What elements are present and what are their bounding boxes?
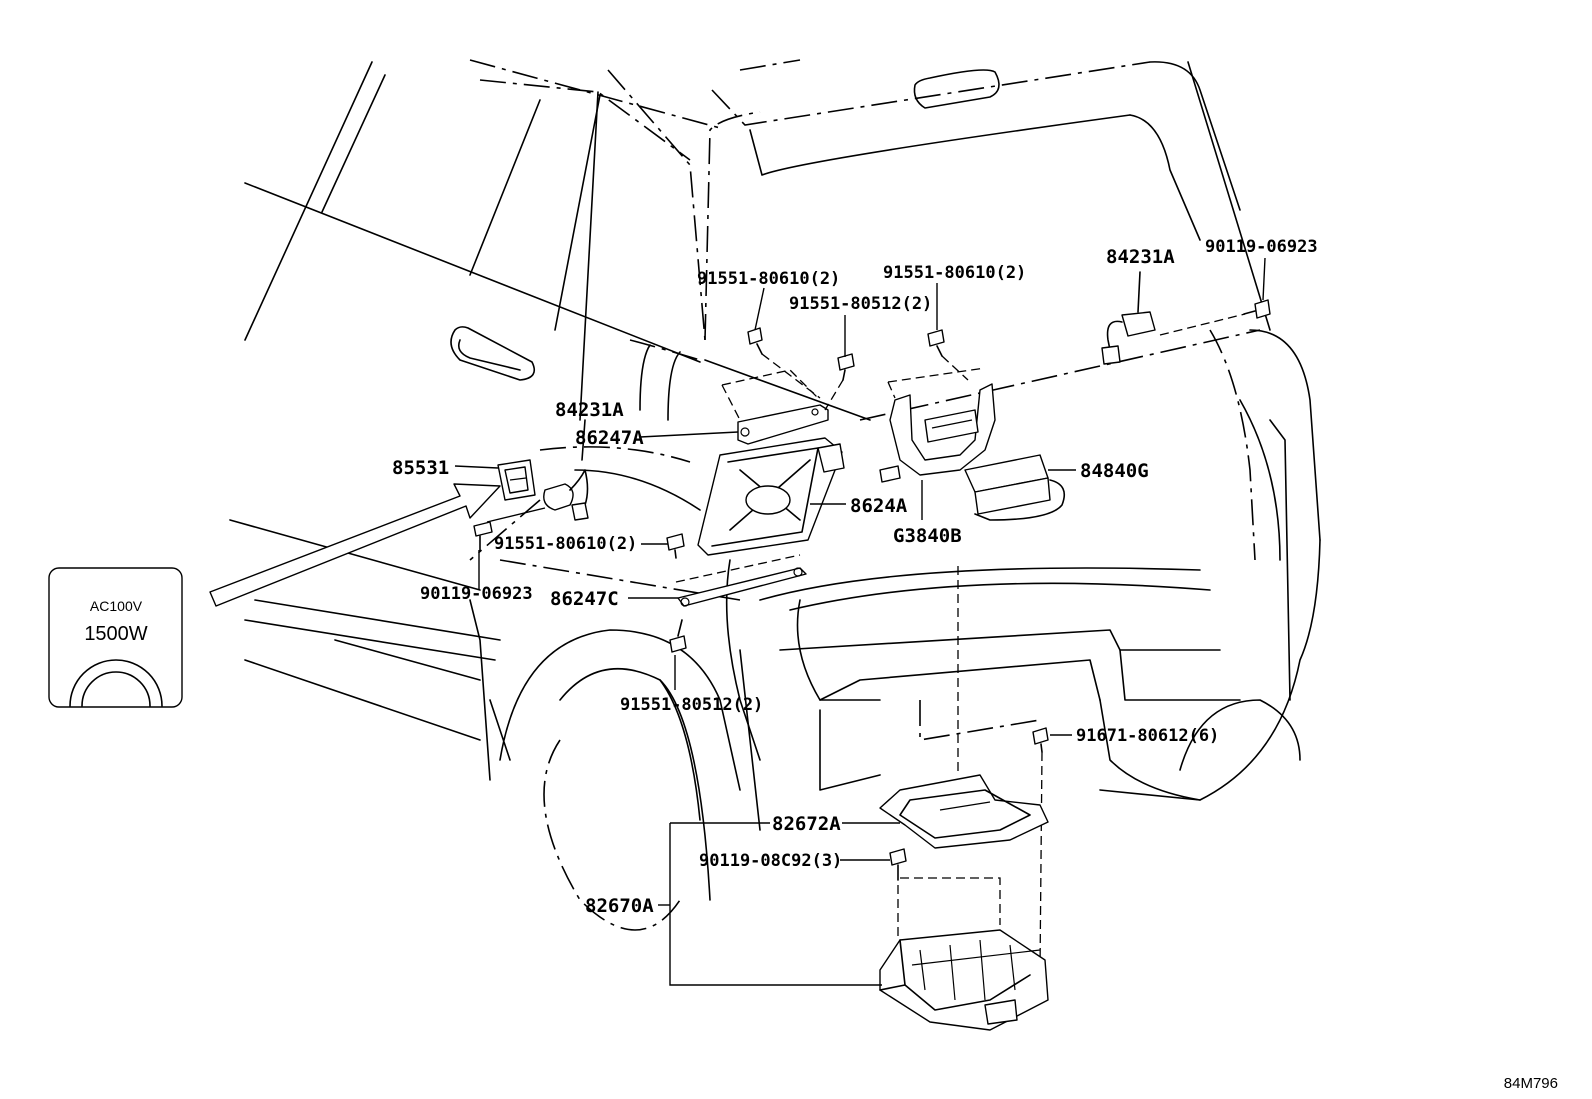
callout-82670A: 82670A <box>585 895 654 917</box>
callout-91551-80512-upper: 91551-80512(2) <box>789 294 932 314</box>
callout-91671-80612: 91671-80612(6) <box>1076 726 1219 746</box>
part-82670A-box <box>879 877 1049 1031</box>
leader-lines <box>454 257 1266 986</box>
callout-84231A-left: 84231A <box>555 399 624 421</box>
callout-91551-80512-lower: 91551-80512(2) <box>620 695 763 715</box>
screw-right-90119-06923 <box>1243 299 1271 319</box>
part-84231A-left <box>543 419 589 521</box>
part-G3840B-bracket <box>879 367 996 483</box>
vehicle-body-outline <box>229 59 1321 931</box>
screw-center-left <box>666 533 685 559</box>
callout-90119-08C92: 90119-08C92(3) <box>699 851 842 871</box>
screw-left-lower <box>473 521 493 551</box>
callout-86247A: 86247A <box>575 427 644 449</box>
part-82672A-cover <box>879 566 1049 849</box>
screw-91671-80612 <box>1032 727 1049 971</box>
callout-84840G: 84840G <box>1080 460 1149 482</box>
location-arrow <box>209 483 501 607</box>
screw-90119-08C92 <box>889 848 907 940</box>
screw-top-91551-80610-left <box>747 327 821 399</box>
part-85531-switch <box>497 459 536 501</box>
part-86247C-bracket <box>675 554 807 607</box>
callout-90119-06923-left: 90119-06923 <box>420 584 533 604</box>
screw-top-91551-80512 <box>824 353 855 411</box>
callout-84231A-right: 84231A <box>1106 246 1175 268</box>
callout-90119-06923-right: 90119-06923 <box>1205 237 1318 257</box>
callout-85531: 85531 <box>392 457 449 479</box>
callout-8624A: 8624A <box>850 495 908 517</box>
badge-voltage: AC100V <box>90 598 143 614</box>
callout-86247C: 86247C <box>550 588 619 610</box>
badge-power: 1500W <box>84 623 147 645</box>
ac-outlet-badge: AC100V 1500W <box>48 567 183 708</box>
callout-91551-80610-mid: 91551-80610(2) <box>883 263 1026 283</box>
part-84231A-right <box>1101 271 1246 365</box>
screw-top-91551-80610-right <box>927 329 969 381</box>
figure-id: 84M796 <box>1504 1075 1558 1092</box>
callout-82672A: 82672A <box>772 813 841 835</box>
part-86247A-bracket <box>721 369 829 445</box>
part-8624A-inverter <box>697 437 845 556</box>
part-84840G-switch <box>964 454 1066 521</box>
callout-91551-80610-upper: 91551-80610(2) <box>697 269 840 289</box>
callout-G3840B: G3840B <box>893 525 962 547</box>
callout-91551-80610-left: 91551-80610(2) <box>494 534 637 554</box>
screw-lower-91551-80512 <box>669 619 687 653</box>
callout-labels: 84231A 85531 86247A 8624A 84840G G3840B … <box>392 237 1318 917</box>
